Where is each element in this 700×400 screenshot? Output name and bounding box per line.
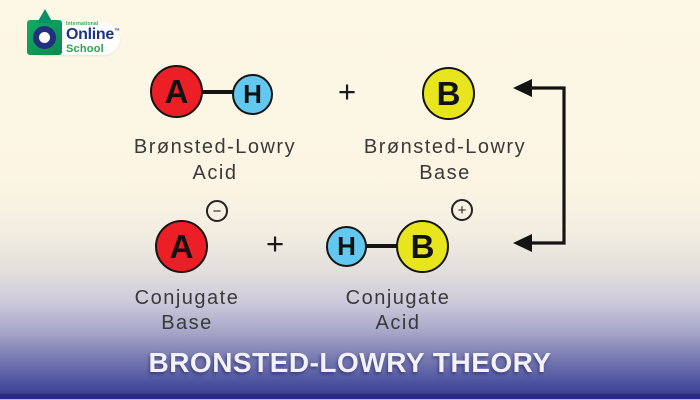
atom-a-label: A [164,72,189,110]
atom-a-acid: A [150,65,203,118]
atom-b-label: B [436,74,461,112]
proton-transfer-arrow [513,79,566,252]
atom-b-label: B [410,227,435,265]
atom-b-base: B [422,67,475,120]
label-bronsted-lowry-base: Brønsted-Lowry Base [335,134,555,186]
label-line2: Acid [192,162,238,184]
label-bronsted-lowry-acid: Brønsted-Lowry Acid [105,134,325,186]
label-line1: Brønsted-Lowry [133,136,297,158]
logo-ring-icon [33,26,56,49]
label-line1: Conjugate [345,287,451,309]
label-line1: Brønsted-Lowry [363,136,527,158]
atom-a-label: A [169,227,194,265]
label-line2: Base [161,312,213,334]
bond-h-b-bottom [365,244,397,248]
online-school-logo: International Online™ School [24,8,124,58]
atom-a-conjugate-base: A [155,220,208,273]
label-conjugate-base: Conjugate Base [77,286,297,336]
bond-a-h-top [200,90,235,94]
label-line2: Acid [375,312,421,334]
atom-h-label: H [337,231,356,261]
bottom-dark-strip [0,394,700,399]
negative-charge-badge: − [206,200,228,222]
atom-h-acid: H [232,74,273,115]
positive-charge-badge: + [451,199,473,221]
plus-operator-top: + [337,74,357,109]
page-title: BRONSTED-LOWRY THEORY [148,347,552,378]
logo-name: Online™ [66,27,120,43]
logo-text: International Online™ School [66,22,120,55]
plus-operator-bottom: + [265,226,285,261]
logo-name-text: Online [66,26,114,43]
logo-drop-icon [37,9,53,23]
trademark-symbol: ™ [113,28,120,35]
atom-b-conjugate-acid: B [396,220,449,273]
atom-h-label: H [243,79,262,109]
logo-tagline: International [66,21,99,27]
logo-subname: School [66,43,104,55]
label-line2: Base [419,162,471,184]
label-conjugate-acid: Conjugate Acid [288,286,508,336]
atom-h-conjugate-acid: H [326,226,367,267]
label-line1: Conjugate [134,287,240,309]
